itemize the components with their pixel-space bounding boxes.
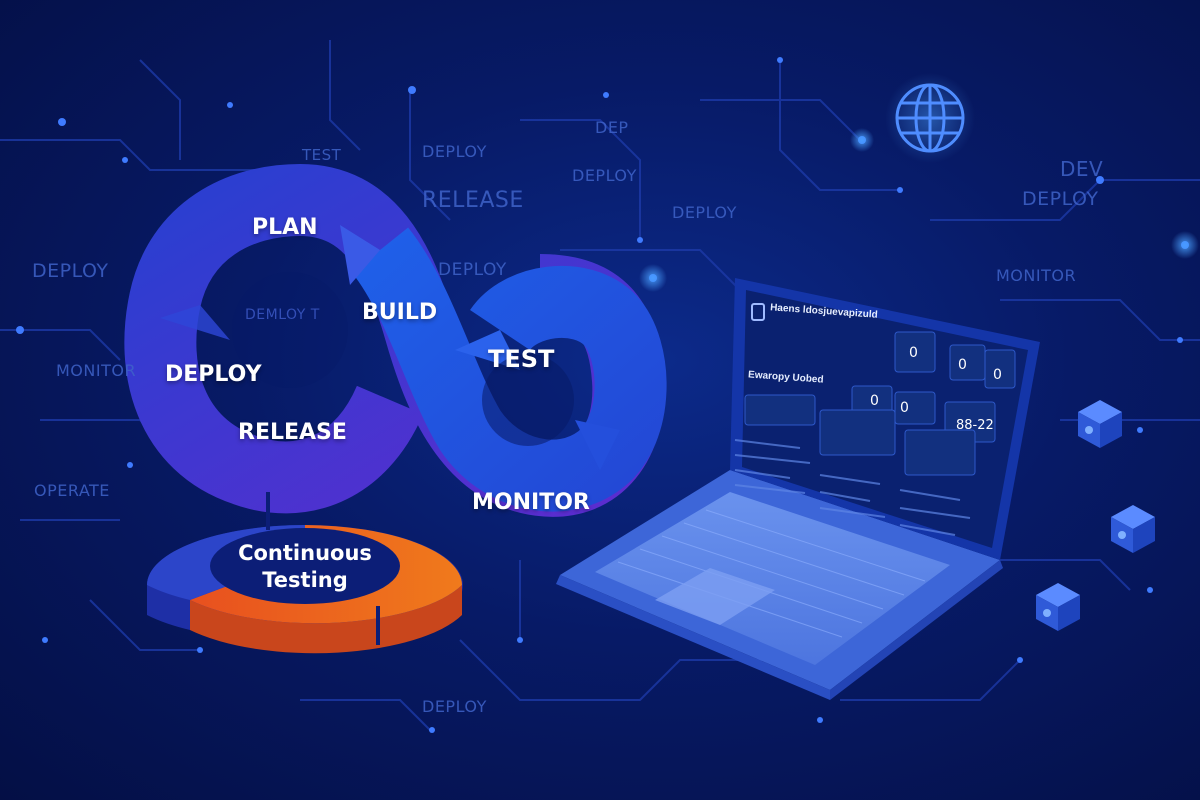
glow-dot [1171,231,1199,259]
stat-value: 0 [958,357,967,373]
stat-value: 0 [993,367,1002,383]
bg-word: DEP [595,118,629,137]
devops-infinity-loop [124,163,667,517]
stat-value: 0 [900,400,909,416]
stage-monitor: MONITOR [472,490,590,515]
bg-word: DEPLOY [422,697,487,716]
laptop [556,278,1040,700]
stat-value: 0 [909,345,918,361]
cube-icon [1111,505,1155,553]
loop-center-text: DEMLOY T [245,307,320,323]
continuous-testing-line2: Testing [262,568,348,592]
stat-value: 88-22 [956,418,994,433]
bg-word: DEPLOY [422,142,487,161]
globe-icon [885,73,975,163]
continuous-testing-ring [147,492,463,654]
glow-dot [850,128,874,152]
stage-release: RELEASE [238,420,347,445]
continuous-testing-label: Continuous Testing [215,540,395,594]
bg-word: RELEASE [422,188,524,213]
bg-word: MONITOR [56,361,137,380]
bg-word: DEPLOY [572,166,637,185]
glow-dot [639,264,667,292]
stage-deploy: DEPLOY [165,362,262,387]
stage-build: BUILD [362,300,438,325]
stage-test: TEST [488,345,555,373]
bg-word: DEPLOY [672,203,737,222]
cube-icon [1078,400,1122,448]
bg-word: OPERATE [34,481,110,500]
stage-plan: PLAN [252,215,318,240]
bg-word: TEST [302,146,342,164]
continuous-testing-line1: Continuous [238,541,372,565]
bg-word: DEPLOY [32,260,109,282]
bg-word: DEV [1060,157,1104,181]
bg-word: DEPLOY [1022,188,1099,210]
bg-word: MONITOR [996,266,1077,285]
stat-value: 0 [870,393,879,409]
cube-icon [1036,583,1080,631]
bg-word: DEPLOY [438,260,507,280]
